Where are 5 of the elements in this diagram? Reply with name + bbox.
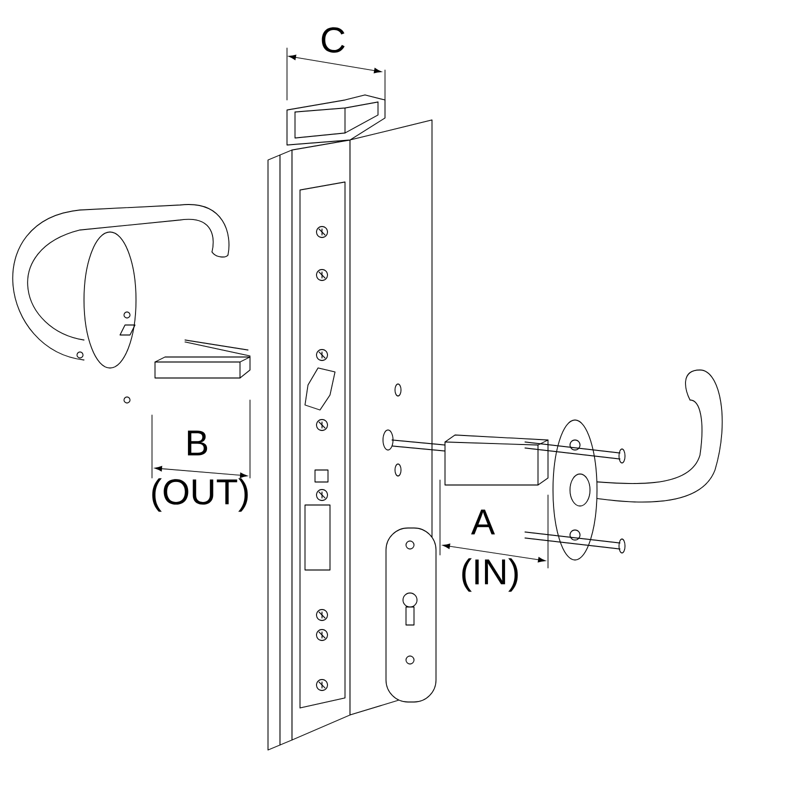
dimension-label: B xyxy=(188,430,208,456)
dimension-label: A xyxy=(471,510,495,534)
dimension-label: (IN) xyxy=(462,558,518,592)
dimension-label: C xyxy=(322,27,345,53)
dimension-label: (OUT) xyxy=(152,478,248,512)
